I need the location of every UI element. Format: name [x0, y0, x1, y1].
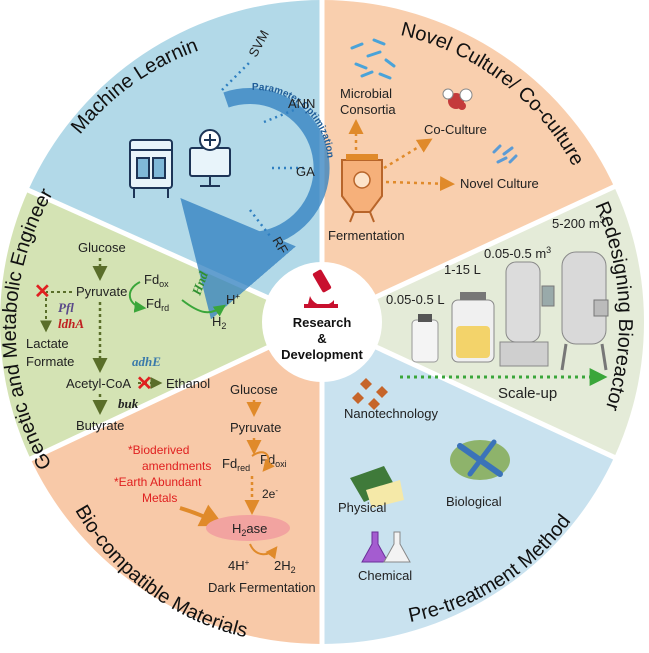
bioreactor-machine-icon	[129, 139, 173, 198]
ml-method-ann: ANN	[288, 96, 315, 111]
gen-buk: buk	[118, 396, 139, 411]
nanotechnology-icon	[352, 378, 388, 410]
gen-butyrate: Butyrate	[76, 418, 124, 433]
coculture-icon	[442, 88, 473, 110]
coculture-label: Co-Culture	[424, 122, 487, 137]
center-line-3: Development	[281, 347, 363, 362]
center-line-1: Research	[293, 315, 352, 330]
fermentation-label: Fermentation	[328, 228, 405, 243]
gen-adhe: adhE	[132, 354, 161, 369]
nanotechnology-label: Nanotechnology	[344, 406, 438, 421]
mat-electrons: 2e-	[262, 486, 278, 501]
physical-label: Physical	[338, 500, 387, 515]
consortia-label: Consortia	[340, 102, 396, 117]
gen-h2: H2	[212, 314, 226, 331]
ai-computer-icon	[189, 129, 231, 187]
mat-pyruvate: Pyruvate	[230, 420, 281, 435]
ml-method-ga: GA	[296, 164, 315, 179]
sector-genetic	[0, 177, 322, 474]
mat-amend-1: *Bioderived	[128, 443, 189, 457]
chemical-label: Chemical	[358, 568, 412, 583]
mat-fdred: Fdred	[222, 456, 250, 473]
mat-redox-cycle	[251, 451, 275, 472]
gen-ldha: ldhA	[58, 316, 84, 331]
center-hub	[262, 262, 382, 382]
gen-inhibit-adhe: ✕	[136, 373, 153, 395]
mat-glucose: Glucose	[230, 382, 278, 397]
ml-leaders	[221, 61, 306, 237]
chemical-icon	[361, 531, 411, 563]
scale-label-1: 0.05-0.5 L	[386, 292, 445, 307]
benchtop-reactor-icon	[451, 292, 495, 363]
small-bottle-icon	[411, 314, 439, 363]
scale-label-2: 1-15 L	[444, 262, 481, 277]
scale-label-3: 0.05-0.5 m3	[484, 245, 551, 261]
microbial-consortia-icon	[350, 38, 396, 80]
biological-label: Biological	[446, 494, 502, 509]
mat-h2: 2H2	[274, 558, 296, 575]
microbial-label: Microbial	[340, 86, 392, 101]
gen-fdox: Fdox	[144, 272, 169, 289]
gen-glucose: Glucose	[78, 240, 126, 255]
physical-icon	[350, 466, 404, 508]
center-line-2: &	[317, 331, 326, 346]
mat-amend-2: amendments	[142, 459, 211, 473]
gen-inhibit-pfl: ✕	[34, 281, 51, 303]
industrial-reactor-icon	[560, 251, 609, 371]
mat-h2ase: H2ase	[232, 521, 267, 538]
gen-pfl: Pfl	[58, 300, 74, 315]
mat-h2-arrow	[249, 543, 278, 560]
novel-culture-icon	[492, 144, 518, 164]
gen-lactate: Lactate	[26, 336, 69, 351]
mat-protons: 4H+	[228, 558, 250, 573]
gen-fd-cycle	[129, 281, 147, 313]
gen-formate: Formate	[26, 354, 74, 369]
mat-amend-3: *Earth Abundant	[114, 475, 202, 489]
gen-fdrd: Fdrd	[146, 296, 169, 313]
gen-hplus: H+	[226, 292, 240, 307]
gen-acetylcoa: Acetyl-CoA	[66, 376, 131, 391]
novel-culture-label: Novel Culture	[460, 176, 539, 191]
scale-label-4: 5-200 m3	[552, 215, 605, 231]
gen-pyruvate: Pyruvate	[76, 284, 127, 299]
pilot-reactor-icon	[499, 261, 555, 367]
arrow-to-coculture	[383, 138, 433, 170]
mat-dark-fermentation: Dark Fermentation	[208, 580, 316, 595]
biological-icon	[450, 439, 510, 480]
gen-ethanol: Ethanol	[166, 376, 210, 391]
mat-h2ase-blob	[206, 515, 290, 541]
fermenter-icon	[341, 154, 383, 223]
mat-amend-4: Metals	[142, 491, 177, 505]
gen-hnd-cycle	[181, 299, 226, 317]
microscope-icon	[304, 269, 338, 308]
scale-up-label: Scale-up	[498, 385, 557, 402]
optimization-arc-arrow	[180, 88, 330, 320]
